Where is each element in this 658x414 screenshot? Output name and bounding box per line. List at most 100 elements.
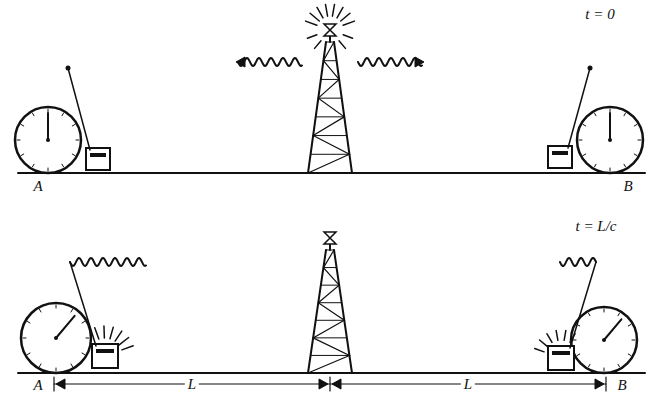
dimension-tick — [605, 377, 606, 391]
signal-ray — [95, 328, 99, 339]
clock-tick — [23, 338, 26, 339]
clock-tick — [628, 325, 631, 327]
signal-ray — [343, 21, 354, 25]
signal-ray — [325, 4, 327, 16]
clock-pivot — [46, 138, 50, 142]
clock-tick — [86, 338, 89, 339]
point-label: B — [620, 179, 635, 194]
tower-brace — [313, 337, 347, 338]
clock-tick — [577, 354, 580, 356]
clock-hand — [47, 113, 49, 140]
tower-leg — [308, 42, 326, 173]
clock-tick — [610, 109, 611, 112]
clock-hand — [604, 319, 621, 340]
ground-line — [18, 372, 645, 374]
tower-brace — [323, 60, 336, 61]
clock-tick — [71, 364, 73, 367]
clock-tick — [62, 113, 64, 116]
clock-tick — [634, 154, 637, 156]
clock-tick — [71, 309, 73, 312]
clock-tick — [634, 125, 637, 127]
signal-ray — [540, 340, 548, 346]
clock-tick — [624, 113, 626, 116]
clock-tick — [76, 140, 79, 141]
clock-tick — [573, 340, 576, 341]
dimension-label: L — [461, 377, 475, 392]
clock-tick — [595, 164, 597, 167]
antenna-wire — [70, 262, 96, 346]
clock-tick — [40, 364, 42, 367]
signal-ray — [337, 7, 343, 17]
radio-wave — [358, 58, 422, 66]
arrowhead — [415, 57, 424, 67]
signal-ray — [307, 35, 316, 38]
signal-ray — [317, 7, 323, 17]
signal-ray — [115, 331, 122, 341]
signal-ray — [315, 41, 321, 49]
signal-ray — [119, 338, 128, 345]
receiver-box — [548, 146, 572, 168]
radio-wave — [238, 58, 302, 66]
clock-pivot — [54, 336, 58, 340]
clock-tick — [27, 353, 30, 355]
signal-ray — [556, 330, 558, 340]
receiver-box — [92, 344, 118, 368]
clock-tick — [610, 168, 611, 171]
antenna-wire — [570, 262, 596, 348]
clock-hand — [609, 113, 611, 140]
clock-hand — [56, 316, 75, 338]
receiver-box — [86, 148, 110, 170]
signal-ray — [122, 346, 133, 350]
tower-lattice — [308, 250, 349, 373]
tower-brace — [316, 116, 345, 117]
clock-tick — [624, 164, 626, 167]
tower-leg — [308, 250, 326, 373]
signal-ray — [310, 13, 319, 21]
clock-tick — [595, 113, 597, 116]
signal-ray — [564, 330, 566, 340]
antenna-tip — [588, 66, 593, 71]
clock-tick — [618, 364, 620, 367]
clock-tick — [72, 154, 75, 156]
dimension-tick — [329, 377, 330, 391]
receiver-dial — [96, 349, 114, 353]
signal-ray — [343, 35, 352, 38]
clock-tick — [33, 164, 35, 167]
receiver-box — [548, 346, 574, 370]
clock-tick — [589, 313, 591, 316]
clock-tick — [589, 364, 591, 367]
clock-face — [15, 107, 81, 173]
clock-tick — [604, 368, 605, 371]
receiver-dial — [552, 151, 568, 155]
antenna-tip — [66, 66, 71, 71]
clock-tick — [638, 140, 641, 141]
clock-tick — [583, 154, 586, 156]
tower-brace — [321, 285, 339, 286]
clock-tick — [40, 309, 42, 312]
signal-ray — [332, 4, 334, 16]
radio-wave — [70, 258, 146, 266]
tower-brace — [316, 320, 345, 321]
arrowhead — [332, 379, 341, 389]
dimension-tick — [53, 377, 54, 391]
clock-tick — [72, 125, 75, 127]
time-label: t = 0 — [582, 7, 617, 22]
clock-tick — [82, 322, 85, 324]
antenna-wire — [568, 68, 590, 148]
point-label: B — [614, 378, 629, 393]
tower-brace — [313, 135, 347, 136]
radio-wave — [560, 258, 596, 266]
receiver-dial — [552, 351, 570, 355]
signal-ray — [339, 41, 345, 49]
signal-ray — [103, 326, 105, 338]
clock-tick — [48, 168, 49, 171]
clock-tick — [27, 322, 30, 324]
tower-brace — [308, 373, 352, 374]
tower-brace — [323, 267, 336, 268]
tower-brace — [321, 79, 339, 80]
signal-ray — [306, 21, 317, 25]
clock-tick — [33, 113, 35, 116]
signal-ray — [570, 334, 575, 343]
clock-tick — [48, 109, 49, 112]
